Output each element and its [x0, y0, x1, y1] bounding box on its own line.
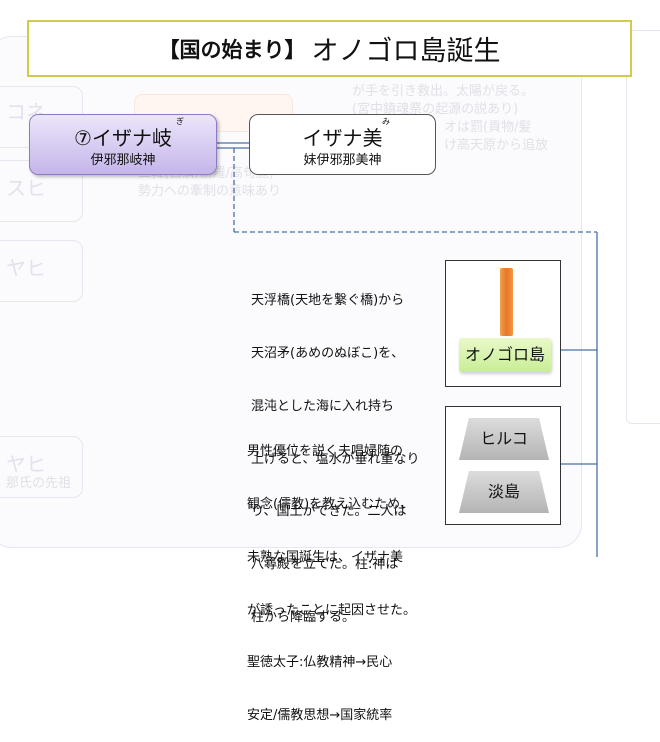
background-side-panel: [626, 30, 660, 424]
confucian-description: 男性優位を説く夫唱婦随の 観念(儒教)を教え込むため、 未熟な国誕生は、イザナ美…: [247, 408, 416, 742]
background-text: ヤヒ: [6, 452, 46, 476]
text-line: 未熟な国誕生は、イザナ美: [247, 549, 404, 565]
text-line: り、国土ができた。二人は: [251, 504, 407, 520]
pillar-illustration: [500, 268, 513, 336]
izanagi-subtitle: 伊邪那岐神: [90, 153, 156, 168]
hiruko-shape: ヒルコ: [459, 418, 549, 460]
connector-lines: [217, 142, 598, 557]
awashima-shape: 淡島: [459, 471, 549, 513]
background-node: [0, 240, 83, 302]
izanagi-ruby: ぎ: [176, 117, 184, 126]
background-text: ヤヒ: [6, 256, 46, 280]
background-text: (宮中鎮魂祭の起源の説あり): [352, 102, 519, 117]
onogoro-label: オノゴロ島: [459, 338, 551, 372]
text-line: 天浮橋(天地を繋ぐ橋)から: [251, 293, 405, 309]
izanagi-box: ぎ ⑦イザナ岐 伊邪那岐神: [29, 114, 217, 175]
title-tag: 【国の始まり】: [158, 37, 306, 62]
izanami-ruby: み: [382, 117, 390, 126]
text-line: 上げると、塩水が垂れ重なり: [251, 451, 420, 467]
background-text: 勢力への牽制の意味あり: [138, 184, 282, 199]
text-line: 安定/儒教思想→国家統率: [247, 708, 393, 724]
izanagi-name: ⑦イザナ岐: [74, 126, 172, 150]
izanami-subtitle: 妹伊邪那美神: [303, 153, 382, 168]
text-line: 観念(儒教)を教え込むため、: [247, 496, 414, 512]
background-node: [0, 436, 83, 498]
title-main: オノゴロ島誕生: [311, 36, 501, 67]
title-banner: 【国の始まり】 オノゴロ島誕生: [27, 20, 632, 77]
text-line: 男性優位を説く夫唱婦随の: [247, 444, 404, 460]
izanami-box: み イザナ美 妹伊邪那美神: [249, 114, 436, 175]
background-text: が手を引き救出。太陽が戻る。: [352, 84, 535, 99]
text-line: 聖徳太子:仏教精神→民心: [247, 655, 393, 671]
text-line: が誘ったことに起因させた。: [247, 602, 417, 618]
background-text: オは罰(貢物/髪: [444, 120, 532, 135]
background-text: け高天原から追放: [444, 138, 549, 153]
text-line: 天沼矛(あめのぬぼこ)を、: [251, 345, 405, 361]
background-text: 那氏の先祖: [6, 476, 72, 491]
izanami-name: イザナ美: [302, 126, 383, 150]
background-text: スヒ: [6, 176, 46, 200]
text-line: 混沌とした海に入れ持ち: [251, 398, 395, 414]
